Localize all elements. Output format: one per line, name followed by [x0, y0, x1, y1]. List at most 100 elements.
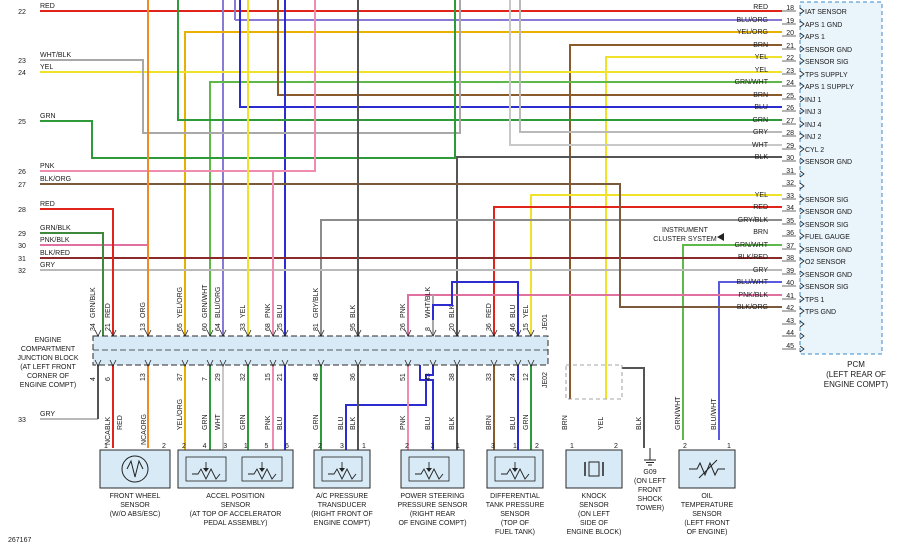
pcm-pin-num: 41	[786, 293, 794, 300]
pcm-pin-name: TPS 1	[805, 297, 825, 304]
pcm-pin-name: SENSOR GND	[805, 47, 852, 54]
column-top-color: BLU	[277, 304, 284, 318]
pin-chevron-icon	[109, 329, 117, 337]
junction-block	[92, 335, 549, 366]
pin-chevron-icon	[94, 359, 102, 367]
pcm-pin-color: GRN/WHT	[735, 79, 769, 86]
left-wire-label-23: WHT/BLK	[40, 52, 71, 59]
sensor-label-line: TRANSDUCER	[318, 502, 367, 509]
left-row-32: 32	[18, 268, 26, 275]
column-bottom-pin: 4	[90, 377, 97, 381]
pcm-pin-name: TPS SUPPLY	[805, 72, 848, 79]
pcm-pin-num: 35	[786, 218, 794, 225]
left-wire-label-28: RED	[40, 201, 55, 208]
pcm-pin-num: 36	[786, 230, 794, 237]
pcm-pin-num: 44	[786, 330, 794, 337]
pcm-label-3: ENGINE COMPT)	[824, 380, 889, 389]
column-bottom-pin: 21	[277, 373, 284, 381]
left-wire-label-30: PNK/BLK	[40, 237, 70, 244]
jb-label-6: ENGINE COMPT)	[20, 382, 76, 389]
pin-chevron-icon	[799, 20, 805, 28]
pcm-pin-color: WHT	[752, 142, 769, 149]
pcm-pin-name: CYL 2	[805, 147, 824, 154]
column-top-color: RED	[486, 303, 493, 318]
pcm-pin-num: 34	[786, 205, 794, 212]
column-top-pin: 20	[449, 323, 456, 331]
sensor-label-line: (W/O ABS/ESC)	[110, 511, 161, 518]
column-bottom-pin: 15	[265, 373, 272, 381]
pcm-pin-44: 44	[782, 330, 805, 340]
pin-chevron-icon	[799, 245, 805, 253]
wire-blu-46	[432, 281, 519, 336]
pcm-pin-num: 31	[786, 168, 794, 175]
column-bottom-pin: 13	[140, 373, 147, 381]
sensor-label-line: TEMPERATURE	[681, 502, 734, 509]
pcm-pin-color: GRY/BLK	[738, 217, 769, 224]
left-wire-label-33: GRY	[40, 411, 55, 418]
wire-red-28	[40, 208, 114, 336]
pcm-pin-color: RED	[753, 204, 768, 211]
pin-chevron-icon	[799, 270, 805, 278]
ground-loc-2: FRONT	[638, 487, 663, 494]
pin-chevron-icon	[527, 329, 535, 337]
pin-chevron-icon	[281, 359, 289, 367]
pin-chevron-icon	[490, 359, 498, 367]
column-top-pin: 13	[140, 323, 147, 331]
left-row-28: 28	[18, 207, 26, 214]
ground-loc-4: TOWER)	[636, 505, 664, 512]
pcm-pin-num: 38	[786, 255, 794, 262]
pin-chevron-icon	[281, 329, 289, 337]
sensor-pin-num: 1	[513, 443, 517, 450]
sensor-label-line: FUEL TANK)	[495, 529, 535, 536]
pcm-pin-num: 28	[786, 130, 794, 137]
column-top-pin: 95	[350, 323, 357, 331]
pcm-pin-name: SENSOR GND	[805, 209, 852, 216]
sensor-pin-num: 2	[182, 443, 186, 450]
sensor-body	[400, 449, 465, 489]
pin-chevron-icon	[799, 57, 805, 65]
pcm-pin-num: 22	[786, 55, 794, 62]
pcm-pin-name: INJ 1	[805, 97, 821, 104]
left-row-24: 24	[18, 70, 26, 77]
left-wire-label-24: YEL	[40, 64, 53, 71]
column-bottom-pin: 38	[449, 373, 456, 381]
left-row-27: 27	[18, 182, 26, 189]
sensor-pin-num: 2	[535, 443, 539, 450]
sensor-label-line: POWER STEERING	[400, 493, 464, 500]
sensor-pin-num: 1	[244, 443, 248, 450]
pcm-pin-45: 45	[782, 343, 805, 353]
pcm-pin-color: BRN	[753, 42, 768, 49]
pcm-pin-32: 32	[782, 180, 805, 190]
pcm-pin-num: 33	[786, 193, 794, 200]
pcm-pin-name: SENSOR SIG	[805, 284, 849, 291]
pcm-pin-color: YEL/ORG	[737, 29, 768, 36]
column-top-pin: 25	[277, 323, 284, 331]
pin-chevron-icon	[317, 359, 325, 367]
pin-chevron-icon	[799, 295, 805, 303]
left-wire-label-22: RED	[40, 3, 55, 10]
sensor-wire-label: BLU	[338, 416, 345, 430]
pcm-pin-name: FUEL GAUGE	[805, 234, 850, 241]
column-top-color: ORG	[140, 302, 147, 318]
left-row-33: 33	[18, 417, 26, 424]
column-top-pin: 36	[486, 323, 493, 331]
sensor-label-line: SENSOR	[500, 511, 530, 518]
wire-blu-26	[239, 0, 782, 336]
wire-yel-22	[605, 56, 782, 399]
column-bottom-pin: 48	[313, 373, 320, 381]
ground-label: G09	[643, 469, 656, 476]
pcm-pin-num: 23	[786, 68, 794, 75]
sensor-wire-label: WHT	[215, 413, 222, 430]
pcm-pin-color: BLU	[754, 104, 768, 111]
wire-wht-blk-23	[40, 0, 461, 134]
sensor-label-line: SENSOR	[221, 502, 251, 509]
wire-pnk-26	[40, 0, 316, 336]
column-bottom-pin: 33	[486, 373, 493, 381]
